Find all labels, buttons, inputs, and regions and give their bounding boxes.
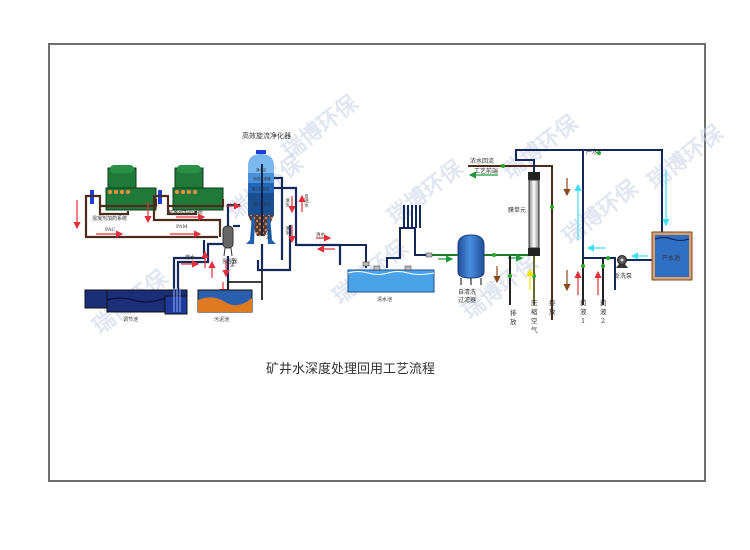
product-pond-label: 产水池	[662, 254, 680, 262]
valve-icon	[492, 253, 496, 257]
chemical-label: 1	[581, 317, 585, 325]
regulating-pond	[84, 288, 188, 315]
product-water-label: 产水	[586, 148, 598, 156]
membrane-label: 膜单元	[508, 206, 526, 214]
diagram-title: 矿井水深度处理回用工艺流程	[266, 361, 435, 377]
filter-label: 过滤器	[458, 296, 476, 304]
flocculant-dosing-label: 絮凝剂加药系统	[168, 209, 203, 216]
valve-icon	[601, 264, 605, 268]
filter-label: 自清洗	[458, 288, 476, 296]
clear-pond-pipes	[330, 205, 430, 268]
sludge-pond-label: 污泥池	[214, 316, 229, 323]
sludge-pond	[197, 289, 253, 313]
sludge-label: 污泥	[266, 229, 271, 241]
compressed-air-label: 缩	[531, 307, 538, 316]
watermark: 瑞博环保	[383, 154, 469, 229]
coagulant-dosing-system	[90, 165, 157, 211]
valve-icon	[606, 256, 610, 260]
valve-icon	[532, 274, 536, 278]
compressed-air-label: 压	[531, 299, 538, 307]
valve-icon	[425, 252, 433, 258]
watermark: 瑞博环保	[278, 89, 364, 164]
self-cleaning-filter	[457, 234, 485, 285]
coal-water-label: 煤水	[185, 254, 195, 261]
valve-icon	[501, 164, 505, 168]
chemical-label: 液	[600, 307, 607, 316]
clear-water-pond-label: 清水池	[377, 296, 392, 303]
purifier-zone-label: 离心分离区	[253, 201, 271, 206]
chemical-label: 药	[600, 298, 607, 307]
mixer	[222, 225, 234, 257]
purifier-zone-label: 动态过滤器	[253, 176, 271, 181]
regulating-pond-label: 调节池	[123, 316, 138, 323]
pac-label: PAC	[105, 227, 116, 233]
clear-water-pond	[347, 269, 435, 293]
backwash-water-label: 反洗水	[304, 193, 309, 208]
pam-label: PAM	[176, 224, 188, 230]
chemical-label: 液	[580, 307, 587, 316]
chemical-label: 2	[601, 317, 605, 325]
drain-label: 放	[510, 317, 517, 326]
watermark: 瑞博环保	[558, 174, 644, 249]
compressed-air-label: 空	[531, 316, 538, 325]
concentrate-return-label: 浓水回流	[470, 157, 494, 165]
valve-icon	[373, 265, 381, 271]
coagulant-dosing-label: 混凝剂加药系统	[92, 215, 127, 222]
valve-icon	[597, 151, 601, 155]
product-water-pond	[651, 231, 693, 281]
valve-icon	[550, 205, 554, 209]
membrane-unit	[528, 172, 540, 256]
valve-icon	[581, 264, 585, 268]
watermark: 瑞博环保	[498, 109, 584, 184]
valve-icon	[362, 261, 370, 267]
sludge-label: 污泥	[230, 257, 235, 269]
drain-label: 排	[510, 308, 517, 317]
cyclone-purifier	[246, 150, 276, 244]
process-front-label: 工艺前端	[474, 167, 498, 175]
clear-water-label: 清水	[285, 197, 290, 208]
clear-water-label: 清水	[285, 225, 290, 236]
compressed-air-label: 气	[531, 325, 538, 334]
backwash-pump	[616, 255, 628, 268]
dosing-pipes	[84, 194, 225, 239]
clear-water-label: 清水	[316, 231, 325, 238]
drain-label: 放	[549, 307, 556, 316]
chemical-label: 药	[580, 298, 587, 307]
purifier-zone-label: 清水区	[256, 167, 267, 172]
valve-icon	[508, 274, 512, 278]
purifier-outlet-pipes	[260, 176, 342, 270]
drain-label: 排	[549, 298, 556, 307]
mixer-label: 混合器	[222, 258, 237, 265]
valve-icon	[404, 265, 412, 271]
purifier-title: 高效旋流净化器	[242, 131, 291, 140]
watermark: 瑞博环保	[643, 119, 729, 194]
purifier-zone-label: 重力沉淀区	[252, 186, 270, 191]
diagram-frame	[48, 43, 706, 482]
backwash-pump-label: 反洗泵	[614, 272, 632, 280]
